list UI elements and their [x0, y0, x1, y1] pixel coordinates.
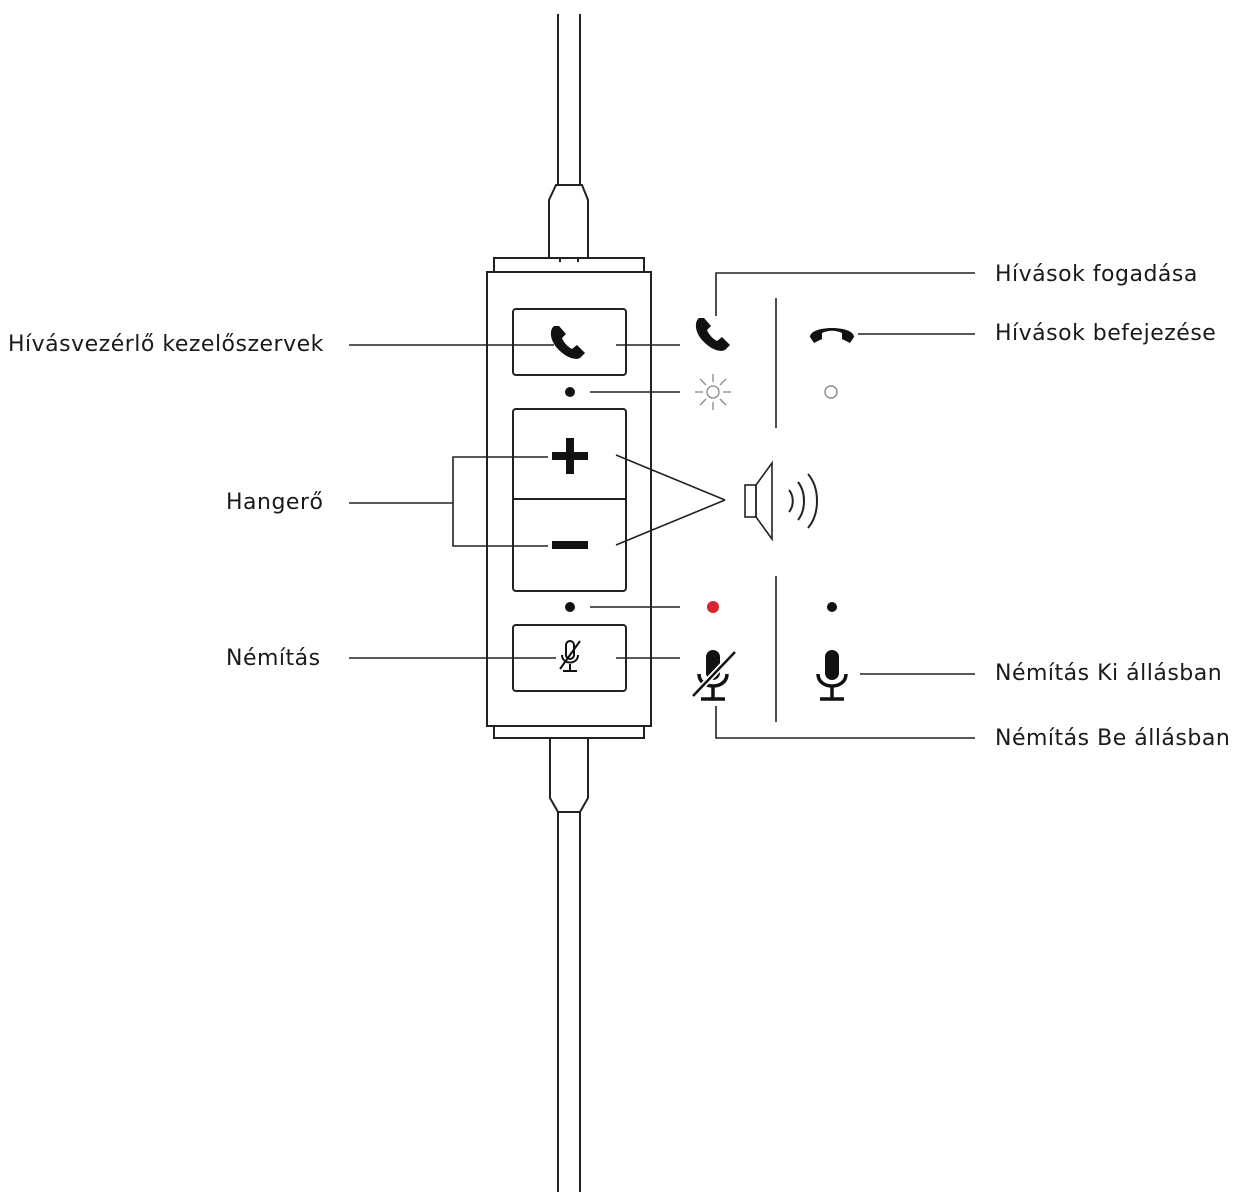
- call-button[interactable]: [512, 308, 627, 376]
- label-answer-call: Hívások fogadása: [995, 262, 1198, 287]
- mic-icon: [816, 650, 848, 701]
- label-mute: Némítás: [226, 646, 321, 671]
- label-mute-on: Némítás Be állásban: [995, 726, 1231, 751]
- volume-rocker[interactable]: [512, 408, 627, 592]
- mute-on-leader: [715, 706, 975, 739]
- minus-icon: [552, 541, 588, 549]
- mute-on-mic-icon: [690, 649, 738, 701]
- mute-off-led: [827, 602, 837, 612]
- label-end-call: Hívások befejezése: [995, 321, 1217, 346]
- phone-icon: [550, 326, 585, 359]
- led-blink-icon: [695, 374, 731, 410]
- status-led: [565, 387, 575, 397]
- phone-hangup-icon: [810, 328, 854, 343]
- cable-top: [548, 14, 589, 262]
- answer-leader: [715, 272, 975, 316]
- mic-muted-icon: [559, 640, 581, 672]
- speaker-icon: [744, 460, 818, 542]
- mute-led: [565, 602, 575, 612]
- label-mute-off: Némítás Ki állásban: [995, 661, 1223, 686]
- cable-bottom: [549, 737, 589, 1192]
- label-volume: Hangerő: [226, 490, 324, 515]
- mute-active-led: [707, 601, 719, 613]
- leader-lines-device: [590, 344, 726, 659]
- led-off-icon: [824, 385, 838, 399]
- leader-lines-left: [349, 344, 556, 659]
- plus-icon: [552, 438, 588, 474]
- label-call-controls: Hívásvezérlő kezelőszervek: [8, 332, 324, 357]
- answer-phone-icon: [695, 318, 730, 351]
